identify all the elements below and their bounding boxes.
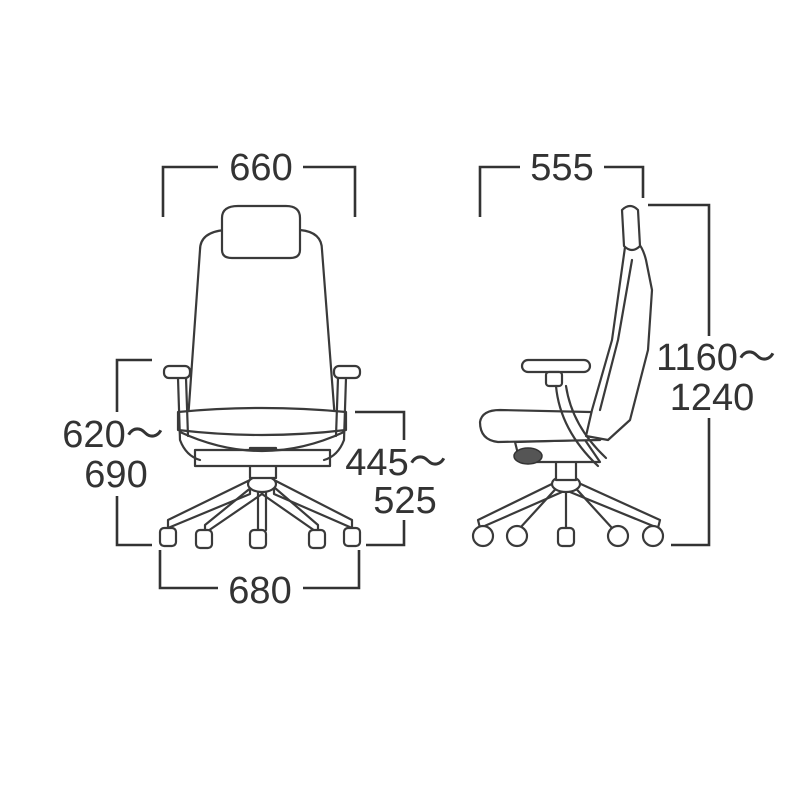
- chair-side-view: [471, 204, 665, 548]
- label-seat-height-line1: 445～: [345, 442, 446, 484]
- dimension-overall-height: [648, 203, 711, 547]
- dimension-armrest-height: [115, 358, 152, 547]
- front-seat: [176, 406, 348, 437]
- label-front-width: 660: [229, 147, 292, 189]
- dimension-side-depth: [478, 165, 645, 217]
- side-headrest: [620, 204, 642, 252]
- label-armrest-height-line1: 620～: [62, 414, 163, 456]
- label-base-width: 680: [228, 570, 291, 612]
- front-casters: [158, 526, 362, 550]
- side-casters: [471, 524, 665, 548]
- label-side-depth: 555: [530, 147, 593, 189]
- front-headrest: [220, 204, 302, 260]
- side-armrest: [520, 358, 608, 468]
- front-right-armrest: [322, 364, 362, 462]
- dimension-seat-height: [355, 410, 406, 547]
- chair-front-view: [158, 204, 362, 550]
- label-seat-height-line2: 525: [373, 480, 436, 522]
- label-armrest-height-line2: 690: [84, 454, 147, 496]
- side-base: [476, 474, 662, 532]
- front-base: [166, 474, 354, 535]
- side-lever-knob: [513, 447, 543, 465]
- dimension-base-width: [158, 550, 361, 590]
- front-left-armrest: [162, 364, 202, 462]
- dimension-front-width: [161, 165, 357, 217]
- label-overall-height-line1: 1160～: [656, 337, 776, 379]
- front-mechanism: [193, 448, 332, 468]
- label-overall-height-line2: 1240: [670, 377, 755, 419]
